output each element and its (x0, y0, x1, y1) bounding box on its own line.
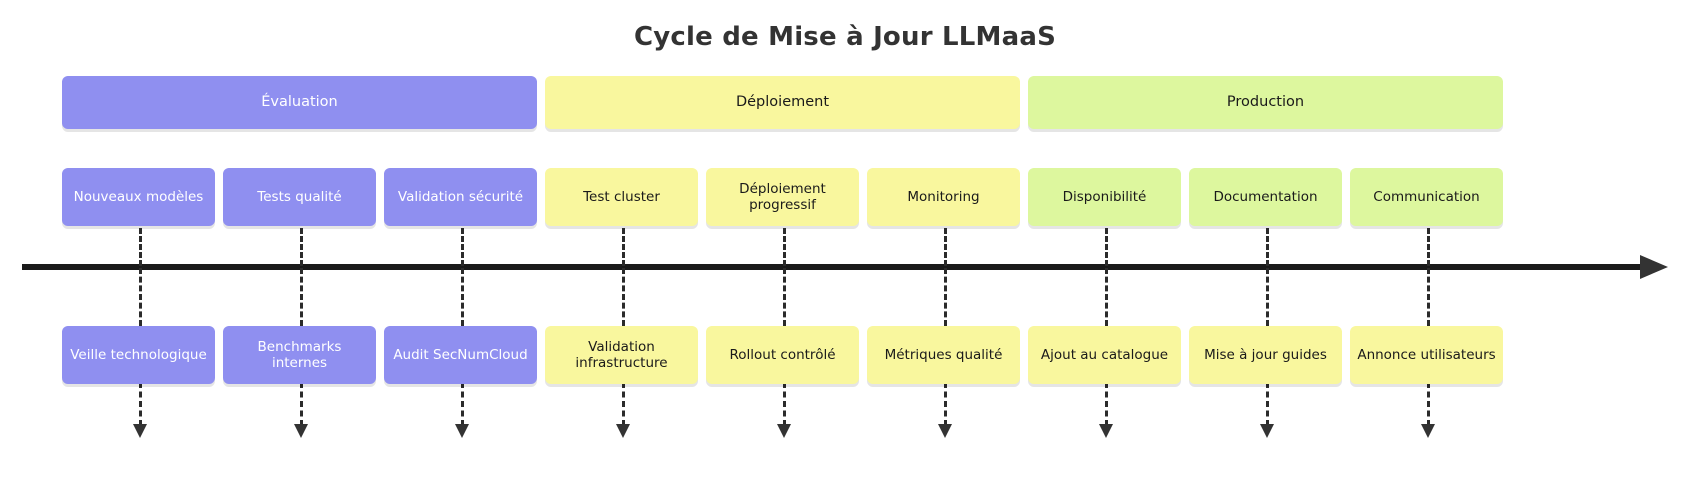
section-header-deploiement-label: Déploiement (735, 93, 830, 110)
event-bottom-validation-infrastructure-label: Validation infrastructure (575, 338, 668, 371)
section-header-deploiement[interactable]: Déploiement (545, 76, 1020, 129)
event-top-monitoring-label: Monitoring (907, 188, 980, 205)
connector-up-4 (621, 228, 625, 274)
event-top-disponibilite-label: Disponibilité (1062, 188, 1147, 205)
connector-down-4 (621, 268, 625, 326)
connector-arrow-icon-4 (616, 424, 630, 438)
event-top-monitoring[interactable]: Monitoring (867, 168, 1020, 226)
event-bottom-rollout-controle[interactable]: Rollout contrôlé (706, 326, 859, 384)
event-top-tests-qualite[interactable]: Tests qualité (223, 168, 376, 226)
connector-arrow-icon-5 (777, 424, 791, 438)
connector-tail-8 (1265, 382, 1269, 426)
connector-down-3 (460, 268, 464, 326)
connector-up-7 (1104, 228, 1108, 274)
event-top-tests-qualite-label: Tests qualité (257, 188, 342, 205)
connector-tail-7 (1104, 382, 1108, 426)
connector-up-5 (782, 228, 786, 274)
event-top-documentation-label: Documentation (1213, 188, 1318, 205)
section-header-evaluation[interactable]: Évaluation (62, 76, 537, 129)
connector-up-1 (138, 228, 142, 274)
event-bottom-benchmarks-internes[interactable]: Benchmarks internes (223, 326, 376, 384)
event-bottom-validation-infrastructure[interactable]: Validation infrastructure (545, 326, 698, 384)
event-bottom-mise-a-jour-guides-label: Mise à jour guides (1204, 346, 1327, 363)
connector-arrow-icon-3 (455, 424, 469, 438)
connector-tail-9 (1426, 382, 1430, 426)
connector-arrow-icon-8 (1260, 424, 1274, 438)
connector-down-8 (1265, 268, 1269, 326)
event-top-validation-securite-label: Validation sécurité (397, 188, 524, 205)
event-top-nouveaux-modeles[interactable]: Nouveaux modèles (62, 168, 215, 226)
event-bottom-audit-secnumcloud-label: Audit SecNumCloud (393, 346, 528, 363)
connector-down-9 (1426, 268, 1430, 326)
event-top-communication[interactable]: Communication (1350, 168, 1503, 226)
diagram-title: Cycle de Mise à Jour LLMaaS (633, 22, 1057, 52)
connector-down-5 (782, 268, 786, 326)
event-bottom-annonce-utilisateurs-label: Annonce utilisateurs (1357, 346, 1496, 363)
connector-up-6 (943, 228, 947, 274)
connector-down-7 (1104, 268, 1108, 326)
event-bottom-rollout-controle-label: Rollout contrôlé (729, 346, 836, 363)
event-top-validation-securite[interactable]: Validation sécurité (384, 168, 537, 226)
connector-tail-5 (782, 382, 786, 426)
event-bottom-veille-technologique[interactable]: Veille technologique (62, 326, 215, 384)
event-top-disponibilite[interactable]: Disponibilité (1028, 168, 1181, 226)
event-bottom-metriques-qualite[interactable]: Métriques qualité (867, 326, 1020, 384)
connector-tail-3 (460, 382, 464, 426)
connector-up-8 (1265, 228, 1269, 274)
connector-down-6 (943, 268, 947, 326)
connector-arrow-icon-6 (938, 424, 952, 438)
event-bottom-veille-technologique-label: Veille technologique (70, 346, 207, 363)
section-header-production-label: Production (1226, 93, 1305, 110)
event-top-test-cluster-label: Test cluster (583, 188, 660, 205)
connector-up-9 (1426, 228, 1430, 274)
connector-arrow-icon-9 (1421, 424, 1435, 438)
connector-arrow-icon-2 (294, 424, 308, 438)
connector-up-3 (460, 228, 464, 274)
event-bottom-ajout-au-catalogue[interactable]: Ajout au catalogue (1028, 326, 1181, 384)
connector-arrow-icon-7 (1099, 424, 1113, 438)
connector-down-1 (138, 268, 142, 326)
connector-up-2 (299, 228, 303, 274)
event-bottom-ajout-au-catalogue-label: Ajout au catalogue (1040, 346, 1169, 363)
connector-tail-6 (943, 382, 947, 426)
event-bottom-annonce-utilisateurs[interactable]: Annonce utilisateurs (1350, 326, 1503, 384)
connector-tail-2 (299, 382, 303, 426)
connector-tail-4 (621, 382, 625, 426)
event-top-deploiement-progressif-label: Déploiement progressif (739, 180, 826, 213)
section-header-evaluation-label: Évaluation (261, 93, 338, 110)
event-bottom-mise-a-jour-guides[interactable]: Mise à jour guides (1189, 326, 1342, 384)
event-top-deploiement-progressif[interactable]: Déploiement progressif (706, 168, 859, 226)
event-top-test-cluster[interactable]: Test cluster (545, 168, 698, 226)
timeline-arrow-icon (1640, 255, 1668, 279)
event-top-communication-label: Communication (1373, 188, 1480, 205)
connector-tail-1 (138, 382, 142, 426)
event-top-documentation[interactable]: Documentation (1189, 168, 1342, 226)
event-bottom-benchmarks-internes-label: Benchmarks internes (257, 338, 342, 371)
connector-arrow-icon-1 (133, 424, 147, 438)
section-header-production[interactable]: Production (1028, 76, 1503, 129)
event-bottom-metriques-qualite-label: Métriques qualité (884, 346, 1003, 363)
connector-down-2 (299, 268, 303, 326)
timeline-axis (22, 264, 1644, 270)
event-top-nouveaux-modeles-label: Nouveaux modèles (73, 188, 204, 205)
event-bottom-audit-secnumcloud[interactable]: Audit SecNumCloud (384, 326, 537, 384)
